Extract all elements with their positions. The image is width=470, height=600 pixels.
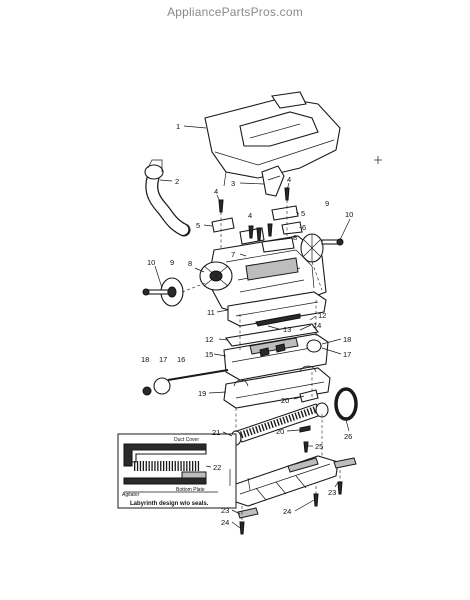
callout-numbers: 1 2 3 4 4 4 5 5 6 7 8 8 9 9 10 10 11 12 … [141,122,353,527]
callout-20a: 20 [281,396,289,405]
inset-label-duct-cover: Duct Cover [174,437,199,443]
callout-3: 3 [231,179,235,188]
hose-part [144,159,191,237]
callout-10a: 10 [147,258,155,267]
callout-18b: 18 [343,335,351,344]
screw-parts [218,187,290,241]
callout-9a: 9 [170,258,174,267]
inset-caption: Labyrinth design w/o seals. [130,501,209,507]
callout-24b: 24 [221,518,229,527]
callout-17b: 17 [343,350,351,359]
callout-24a: 24 [283,507,291,516]
callout-15: 15 [205,350,213,359]
agitator-brush-part [230,389,329,446]
callout-5a: 5 [196,221,200,230]
callout-19: 19 [198,389,206,398]
inset-label-bottom-plate: Bottom Plate [176,487,205,493]
callout-22: 22 [213,463,221,472]
callout-21: 21 [212,428,220,437]
callout-10b: 10 [345,210,353,219]
registration-mark [374,156,382,164]
callout-20b: 20 [276,427,284,436]
motor-fan-part [199,261,233,291]
callout-4b: 4 [248,211,252,220]
callout-25: 25 [315,442,323,451]
callout-17a: 17 [159,355,167,364]
callout-7: 7 [231,250,235,259]
small-clip-part [299,425,311,453]
hood-cover-part [204,91,341,187]
inset-label-agitator: Agitator [122,492,140,498]
rubber-feet-part [237,457,357,519]
nozzle-body-part [223,333,329,381]
callout-14: 14 [313,321,321,330]
labyrinth-inset: Duct Cover Agitator Bottom Plate Labyrin… [117,433,237,509]
belt-part [334,387,358,421]
callout-13: 13 [283,325,291,334]
plate-screws-part [239,481,343,535]
leader-lines [154,125,351,529]
callout-11: 11 [207,308,215,317]
rear-wheel-left-part [142,277,184,307]
site-watermark: AppliancePartsPros.com [167,5,303,19]
callout-12a: 12 [205,335,213,344]
callout-8b: 8 [293,233,297,242]
callout-6: 6 [302,223,306,232]
callout-23b: 23 [221,506,229,515]
callout-26: 26 [344,432,352,441]
callout-8a: 8 [188,259,192,268]
callout-4a: 4 [214,187,218,196]
bumper-strip-part [225,323,319,347]
callout-9b: 9 [325,199,329,208]
callout-1: 1 [176,122,180,131]
switch-lever-part [261,165,285,197]
callout-5b: 5 [301,209,305,218]
callout-23a: 23 [328,488,336,497]
callout-4c: 4 [287,175,291,184]
nozzle-plate-part [227,291,327,327]
drive-rod-part [142,369,229,396]
callout-18a: 18 [141,355,149,364]
bottom-plate-part [229,455,339,507]
callout-12b: 12 [318,311,326,320]
callout-16: 16 [177,355,185,364]
callout-2: 2 [175,177,179,186]
lower-nozzle-shell-part [223,365,331,409]
assembly-guide-lines [169,200,341,522]
